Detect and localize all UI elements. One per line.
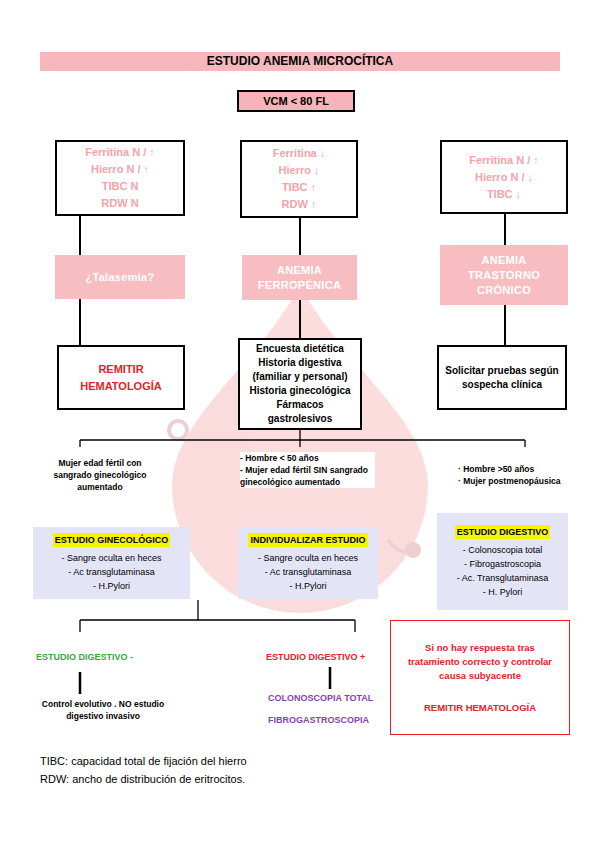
footnote: TIBC: capacidad total de fijación del hi…	[40, 754, 440, 769]
audience-note: - Mujer edad fértil SIN sangrado ginecol…	[240, 464, 375, 488]
connector-line	[80, 216, 81, 255]
footnote: RDW: ancho de distribución de eritrocito…	[40, 772, 440, 787]
title-band: ESTUDIO ANEMIA MICROCÍTICA	[40, 52, 560, 71]
node-line: - H.Pylori	[289, 579, 326, 593]
connector-line	[300, 300, 301, 338]
action-box: Encuesta dietéticaHistoria digestiva (fa…	[238, 338, 362, 430]
node-text: Ferritina N / ↑	[469, 152, 539, 169]
warning-box: Si no hay respuesta tras tratamiento cor…	[390, 620, 570, 735]
droplet-mascot	[169, 285, 428, 613]
result-label: ESTUDIO DIGESTIVO +	[266, 651, 396, 663]
node-line: Hierro N / ↓	[475, 169, 533, 186]
node-text: ESTUDIO DIGESTIVO	[455, 525, 551, 539]
node-line: Historia ginecológica	[249, 384, 350, 398]
node-text: Encuesta dietética	[256, 342, 344, 356]
diagnosis-box: ANEMIA TRASTORNO CRÓNICO	[440, 245, 568, 305]
lab-values-box: Ferritina N / ↑Hierro N / ↑TIBC NRDW N	[55, 140, 185, 216]
procedure-label: FIBROGASTROSCOPIA	[268, 714, 398, 726]
node-text: VCM < 80 FL	[263, 95, 329, 107]
node-line: Hierro ↓	[279, 162, 320, 179]
node-line: RDW N	[101, 195, 138, 212]
node-line: - Ac. Transglutaminasa	[457, 571, 549, 585]
node-line: RDW ↑	[282, 196, 317, 213]
node-line: - Sangre oculta en heces	[258, 551, 358, 565]
connector-line	[80, 299, 81, 345]
study-box: INDIVIDUALIZAR ESTUDIO - Sangre oculta en…	[238, 527, 378, 599]
study-box: ESTUDIO GINECOLÓGICO - Sangre oculta en h…	[33, 527, 190, 599]
node-text: Ferritina N / ↑	[85, 144, 155, 161]
node-line: Hierro N / ↑	[91, 161, 149, 178]
connector-line	[505, 214, 506, 245]
node-text: Si no hay respuesta tras tratamiento cor…	[399, 641, 561, 683]
audience-note: Mujer edad fértil con sangrado ginecológ…	[45, 457, 155, 493]
action-box: Solicitar pruebas según sospecha clínica	[437, 345, 567, 410]
node-text: Solicitar pruebas según sospecha clínica	[443, 364, 561, 392]
lab-values-box: Ferritina ↓Hierro ↓TIBC ↑RDW ↑	[240, 140, 358, 218]
criterion-box: VCM < 80 FL	[237, 90, 355, 112]
node-line: - Ac transglutaminasa	[68, 565, 155, 579]
leader-lines	[80, 667, 330, 694]
study-box: ESTUDIO DIGESTIVO - Colonoscopia total- F…	[437, 513, 568, 610]
action-box: REMITIR HEMATOLOGÍA	[57, 345, 185, 410]
audience-note: · Mujer postmenopáusica	[458, 475, 568, 487]
node-line: - Colonoscopia total	[463, 543, 543, 557]
node-text: ¿Talasemia?	[85, 270, 154, 285]
result-label: ESTUDIO DIGESTIVO -	[36, 651, 166, 663]
node-line: REMITIR HEMATOLOGÍA	[424, 701, 536, 715]
diagnosis-box: ANEMIA FERROPÉNICA	[242, 255, 357, 300]
audience-note: · Hombre >50 años	[458, 463, 568, 475]
node-text: ANEMIA TRASTORNO CRÓNICO	[446, 253, 562, 298]
node-line: - H. Pylori	[483, 585, 523, 599]
diagnosis-box: ¿Talasemia?	[55, 255, 185, 299]
node-line: TIBC N	[102, 178, 139, 195]
procedure-label: COLONOSCOPIA TOTAL	[268, 692, 398, 704]
node-line: - H.Pylori	[93, 579, 130, 593]
connector-line	[300, 218, 301, 255]
node-line: Historia digestiva (familiar y personal)	[244, 356, 356, 384]
node-line: - Ac transglutaminasa	[265, 565, 352, 579]
node-text: ESTUDIO GINECOLÓGICO	[53, 533, 171, 547]
node-line: - Sangre oculta en heces	[61, 551, 161, 565]
audience-note: - Hombre < 50 años	[240, 452, 375, 464]
node-text: ANEMIA FERROPÉNICA	[248, 263, 351, 293]
connector-line	[505, 305, 506, 345]
node-line: - Fibrogastroscopia	[464, 557, 541, 571]
outcome-note: Control evolutivo . NO estudio digestivo…	[38, 698, 168, 722]
node-line: Fármacos gastrolesivos	[244, 398, 356, 426]
node-text: REMITIR HEMATOLOGÍA	[63, 361, 179, 395]
node-line: TIBC ↑	[282, 179, 316, 196]
lab-values-box: Ferritina N / ↑Hierro N / ↓TIBC ↓	[440, 140, 568, 214]
node-text: Ferritina ↓	[273, 145, 326, 162]
node-line: TIBC ↓	[487, 186, 521, 203]
node-text: INDIVIDUALIZAR ESTUDIO	[248, 533, 367, 547]
